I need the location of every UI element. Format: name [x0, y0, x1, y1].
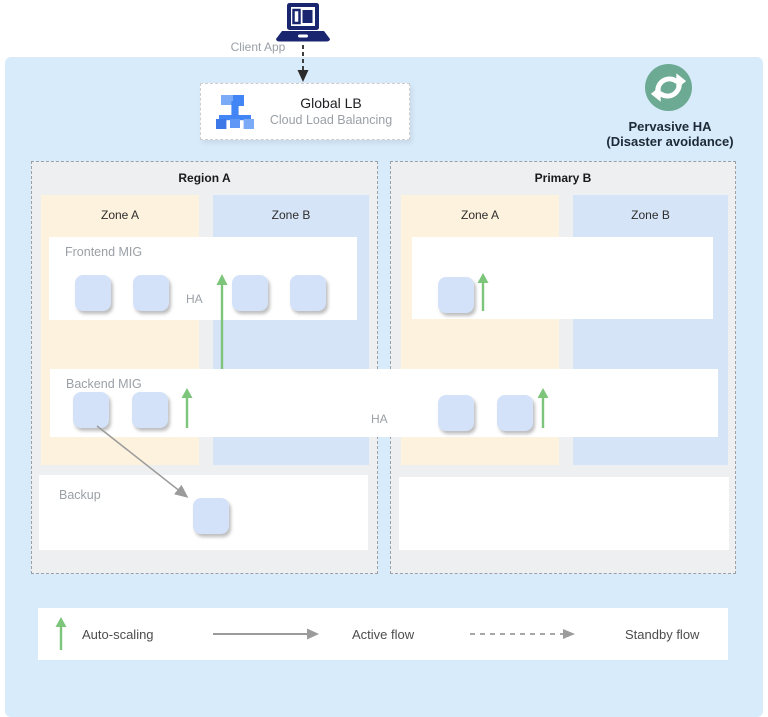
zone-a-label: Zone A: [100, 208, 140, 222]
pervasive-ha-subtitle: (Disaster avoidance): [606, 134, 734, 149]
vm-instance: [73, 392, 109, 428]
legend-standby-flow-label: Standby flow: [625, 627, 700, 642]
load-balancer-icon: [215, 95, 255, 129]
legend-autoscaling-icon: [54, 617, 68, 651]
vm-instance: [75, 275, 111, 311]
global-lb-card: Global LB Cloud Load Balancing: [200, 83, 410, 140]
autoscaling-arrow-backend-b: [535, 388, 551, 429]
ha-label-backend: HA: [371, 412, 388, 426]
backend-mig-label: Backend MIG: [66, 377, 142, 391]
autoscaling-arrow-backend-a: [179, 388, 195, 429]
global-lb-title: Global LB: [300, 95, 362, 111]
legend-active-flow-label: Active flow: [352, 627, 415, 642]
laptop-icon: [272, 2, 334, 44]
legend-autoscaling-label: Auto-scaling: [82, 627, 154, 642]
legend-active-flow-icon: [213, 628, 321, 640]
autoscaling-arrow-frontend-a: [214, 274, 230, 370]
pervasive-ha-label: Pervasive HA (Disaster avoidance): [586, 119, 754, 149]
standby-backup-box: [399, 477, 729, 550]
vm-instance: [497, 395, 533, 431]
autoscaling-arrow-frontend-b: [475, 273, 491, 312]
legend: Auto-scaling Active flow Standby flow: [38, 608, 728, 660]
backup-label: Backup: [59, 488, 101, 502]
active-flow-arrow-backup: [94, 424, 198, 508]
backup-vm-instance: [193, 498, 229, 534]
zone-a-label: Zone A: [460, 208, 500, 222]
vm-instance: [290, 275, 326, 311]
global-lb-subtitle: Cloud Load Balancing: [269, 113, 393, 127]
sync-icon: [645, 64, 692, 111]
vm-instance: [133, 275, 169, 311]
vm-instance: [438, 395, 474, 431]
zone-b-label: Zone B: [631, 208, 670, 222]
vm-instance: [438, 277, 474, 313]
client-app-label: Client App: [230, 40, 286, 54]
vm-instance: [132, 392, 168, 428]
region-a-title: Region A: [178, 171, 231, 185]
zone-b-label: Zone B: [271, 208, 311, 222]
frontend-mig-label: Frontend MIG: [65, 245, 143, 259]
legend-standby-flow-icon: [470, 628, 578, 640]
pervasive-ha-title: Pervasive HA: [628, 119, 712, 134]
vm-instance: [232, 275, 268, 311]
ha-label-frontend: HA: [186, 292, 203, 306]
region-b-title: Primary B: [534, 171, 592, 185]
client-to-lb-arrow: [296, 44, 310, 83]
